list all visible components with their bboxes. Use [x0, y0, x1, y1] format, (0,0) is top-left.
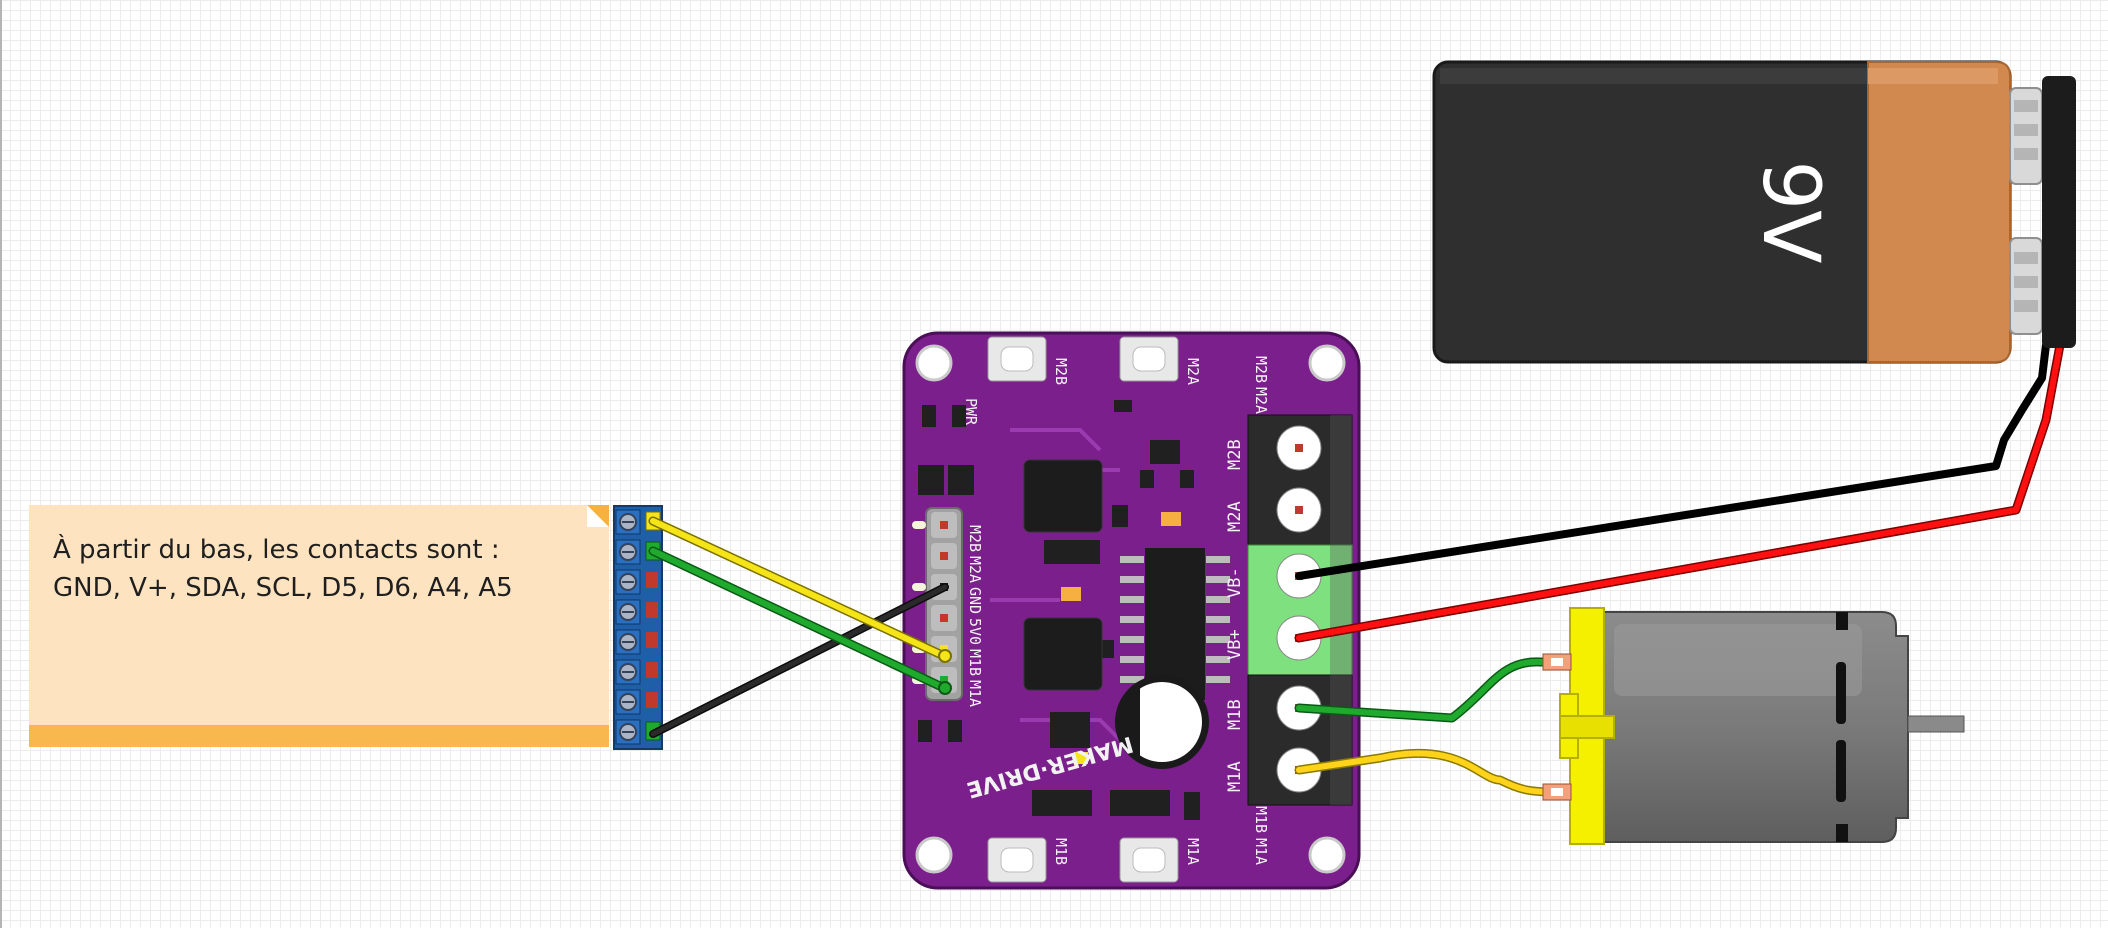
- smd-led: [1074, 752, 1088, 764]
- mounting-hole: [1308, 344, 1346, 382]
- pin-contact[interactable]: [615, 629, 641, 655]
- pin-contact[interactable]: [615, 599, 641, 625]
- header-label-m1a: M1A: [966, 680, 984, 707]
- pin-connector[interactable]: [613, 505, 663, 750]
- header-pin[interactable]: [931, 543, 957, 569]
- battery-label: 9V: [1745, 161, 1835, 264]
- maker-drive-board[interactable]: M2B M2A M2B M2A M1B M1A M1A M1B PWR: [902, 331, 1361, 890]
- motor-terminal-bottom[interactable]: [1542, 783, 1572, 801]
- motor-terminal-top[interactable]: [1542, 653, 1572, 671]
- pcb-traces: [990, 428, 1122, 742]
- pin-tab: [646, 662, 658, 678]
- header-label-m2a: M2A: [966, 556, 984, 583]
- button-m1b-bottom[interactable]: [987, 837, 1047, 883]
- pin-contact[interactable]: [615, 719, 641, 745]
- label-top-m2b: M2B: [1052, 358, 1070, 385]
- header-label-5v0: 5V0: [966, 618, 984, 645]
- wire-motor-green[interactable]: [1296, 658, 1558, 721]
- wire-motor-yellow[interactable]: [1296, 750, 1558, 795]
- terminal-screw-m2a[interactable]: [1276, 487, 1322, 533]
- battery-9v[interactable]: 9V: [1432, 60, 2076, 364]
- note[interactable]: À partir du bas, les contacts sont : GND…: [29, 505, 609, 747]
- header-label-m2b: M2B: [966, 525, 984, 552]
- label-top-m2a-right: M2A: [1252, 387, 1270, 414]
- wire-battery-negative[interactable]: [1295, 341, 2050, 580]
- mounting-hole: [915, 344, 953, 382]
- terminal-label-m2a: M2A: [1225, 501, 1245, 532]
- canvas-left-border: [0, 0, 2, 928]
- terminal-label-m2b: M2B: [1225, 439, 1245, 470]
- button-m2a-top[interactable]: [1119, 336, 1179, 382]
- pin-tab: [646, 692, 658, 708]
- smd-components: [918, 400, 1200, 820]
- header-pin[interactable]: [931, 512, 957, 538]
- pin-tab: [646, 632, 658, 648]
- note-line-1: À partir du bas, les contacts sont :: [53, 535, 500, 565]
- driver-ic: [1120, 548, 1230, 700]
- capacitor: [1115, 675, 1209, 769]
- regulator-bottom: [1023, 617, 1103, 691]
- note-fold: [587, 505, 609, 527]
- mounting-hole: [915, 836, 953, 874]
- header-label-m1b: M1B: [966, 649, 984, 676]
- note-line-2: GND, V+, SDA, SCL, D5, D6, A4, A5: [53, 573, 513, 603]
- label-top-m2b-right: M2B: [1252, 356, 1270, 383]
- pin-contact[interactable]: [615, 569, 641, 595]
- wire-battery-positive[interactable]: [1296, 342, 2063, 641]
- wire-end-green: [938, 681, 952, 695]
- header-label-gnd: GND: [966, 587, 984, 614]
- pin-tab: [646, 572, 658, 588]
- dc-motor[interactable]: [1542, 607, 1965, 845]
- smd-led: [1161, 512, 1181, 526]
- terminal-block[interactable]: [1247, 414, 1353, 806]
- wire-end-yellow: [938, 649, 952, 663]
- label-bottom-m1b-right: M1B: [1252, 806, 1270, 833]
- terminal-label-vb-minus: VB-: [1225, 567, 1245, 598]
- terminal-label-m1b: M1B: [1225, 699, 1245, 730]
- battery-terminal-top[interactable]: [2009, 87, 2043, 185]
- pin-contact[interactable]: [615, 689, 641, 715]
- wire-battery-positive-outline[interactable]: [1294, 340, 2065, 643]
- label-bottom-m1a-right: M1A: [1252, 838, 1270, 865]
- wire-green[interactable]: [650, 548, 947, 691]
- button-m2b-top[interactable]: [987, 336, 1047, 382]
- button-m1a-bottom[interactable]: [1119, 837, 1179, 883]
- regulator-top: [1023, 459, 1103, 533]
- label-bottom-m1b: M1B: [1052, 838, 1070, 865]
- label-top-m2a: M2A: [1184, 358, 1202, 385]
- header-pin[interactable]: [931, 605, 957, 631]
- terminal-label-m1a: M1A: [1225, 761, 1245, 792]
- note-band: [29, 725, 609, 747]
- terminal-label-vb-plus: VB+: [1225, 629, 1245, 660]
- smd-led: [1061, 587, 1081, 601]
- label-bottom-m1a: M1A: [1184, 838, 1202, 865]
- terminal-screw-m2b[interactable]: [1276, 425, 1322, 471]
- pin-contact[interactable]: [615, 659, 641, 685]
- pin-contact[interactable]: [615, 509, 641, 535]
- label-pwr: PWR: [962, 398, 980, 426]
- wires[interactable]: [648, 340, 2065, 797]
- pin-contact[interactable]: [615, 539, 641, 565]
- mounting-hole: [1308, 836, 1346, 874]
- note-text: À partir du bas, les contacts sont : GND…: [53, 531, 513, 607]
- wire-gnd[interactable]: [650, 584, 948, 737]
- wire-yellow[interactable]: [650, 518, 947, 659]
- battery-terminal-bottom[interactable]: [2009, 237, 2043, 335]
- pin-tab: [646, 602, 658, 618]
- battery-clip[interactable]: [2042, 76, 2076, 348]
